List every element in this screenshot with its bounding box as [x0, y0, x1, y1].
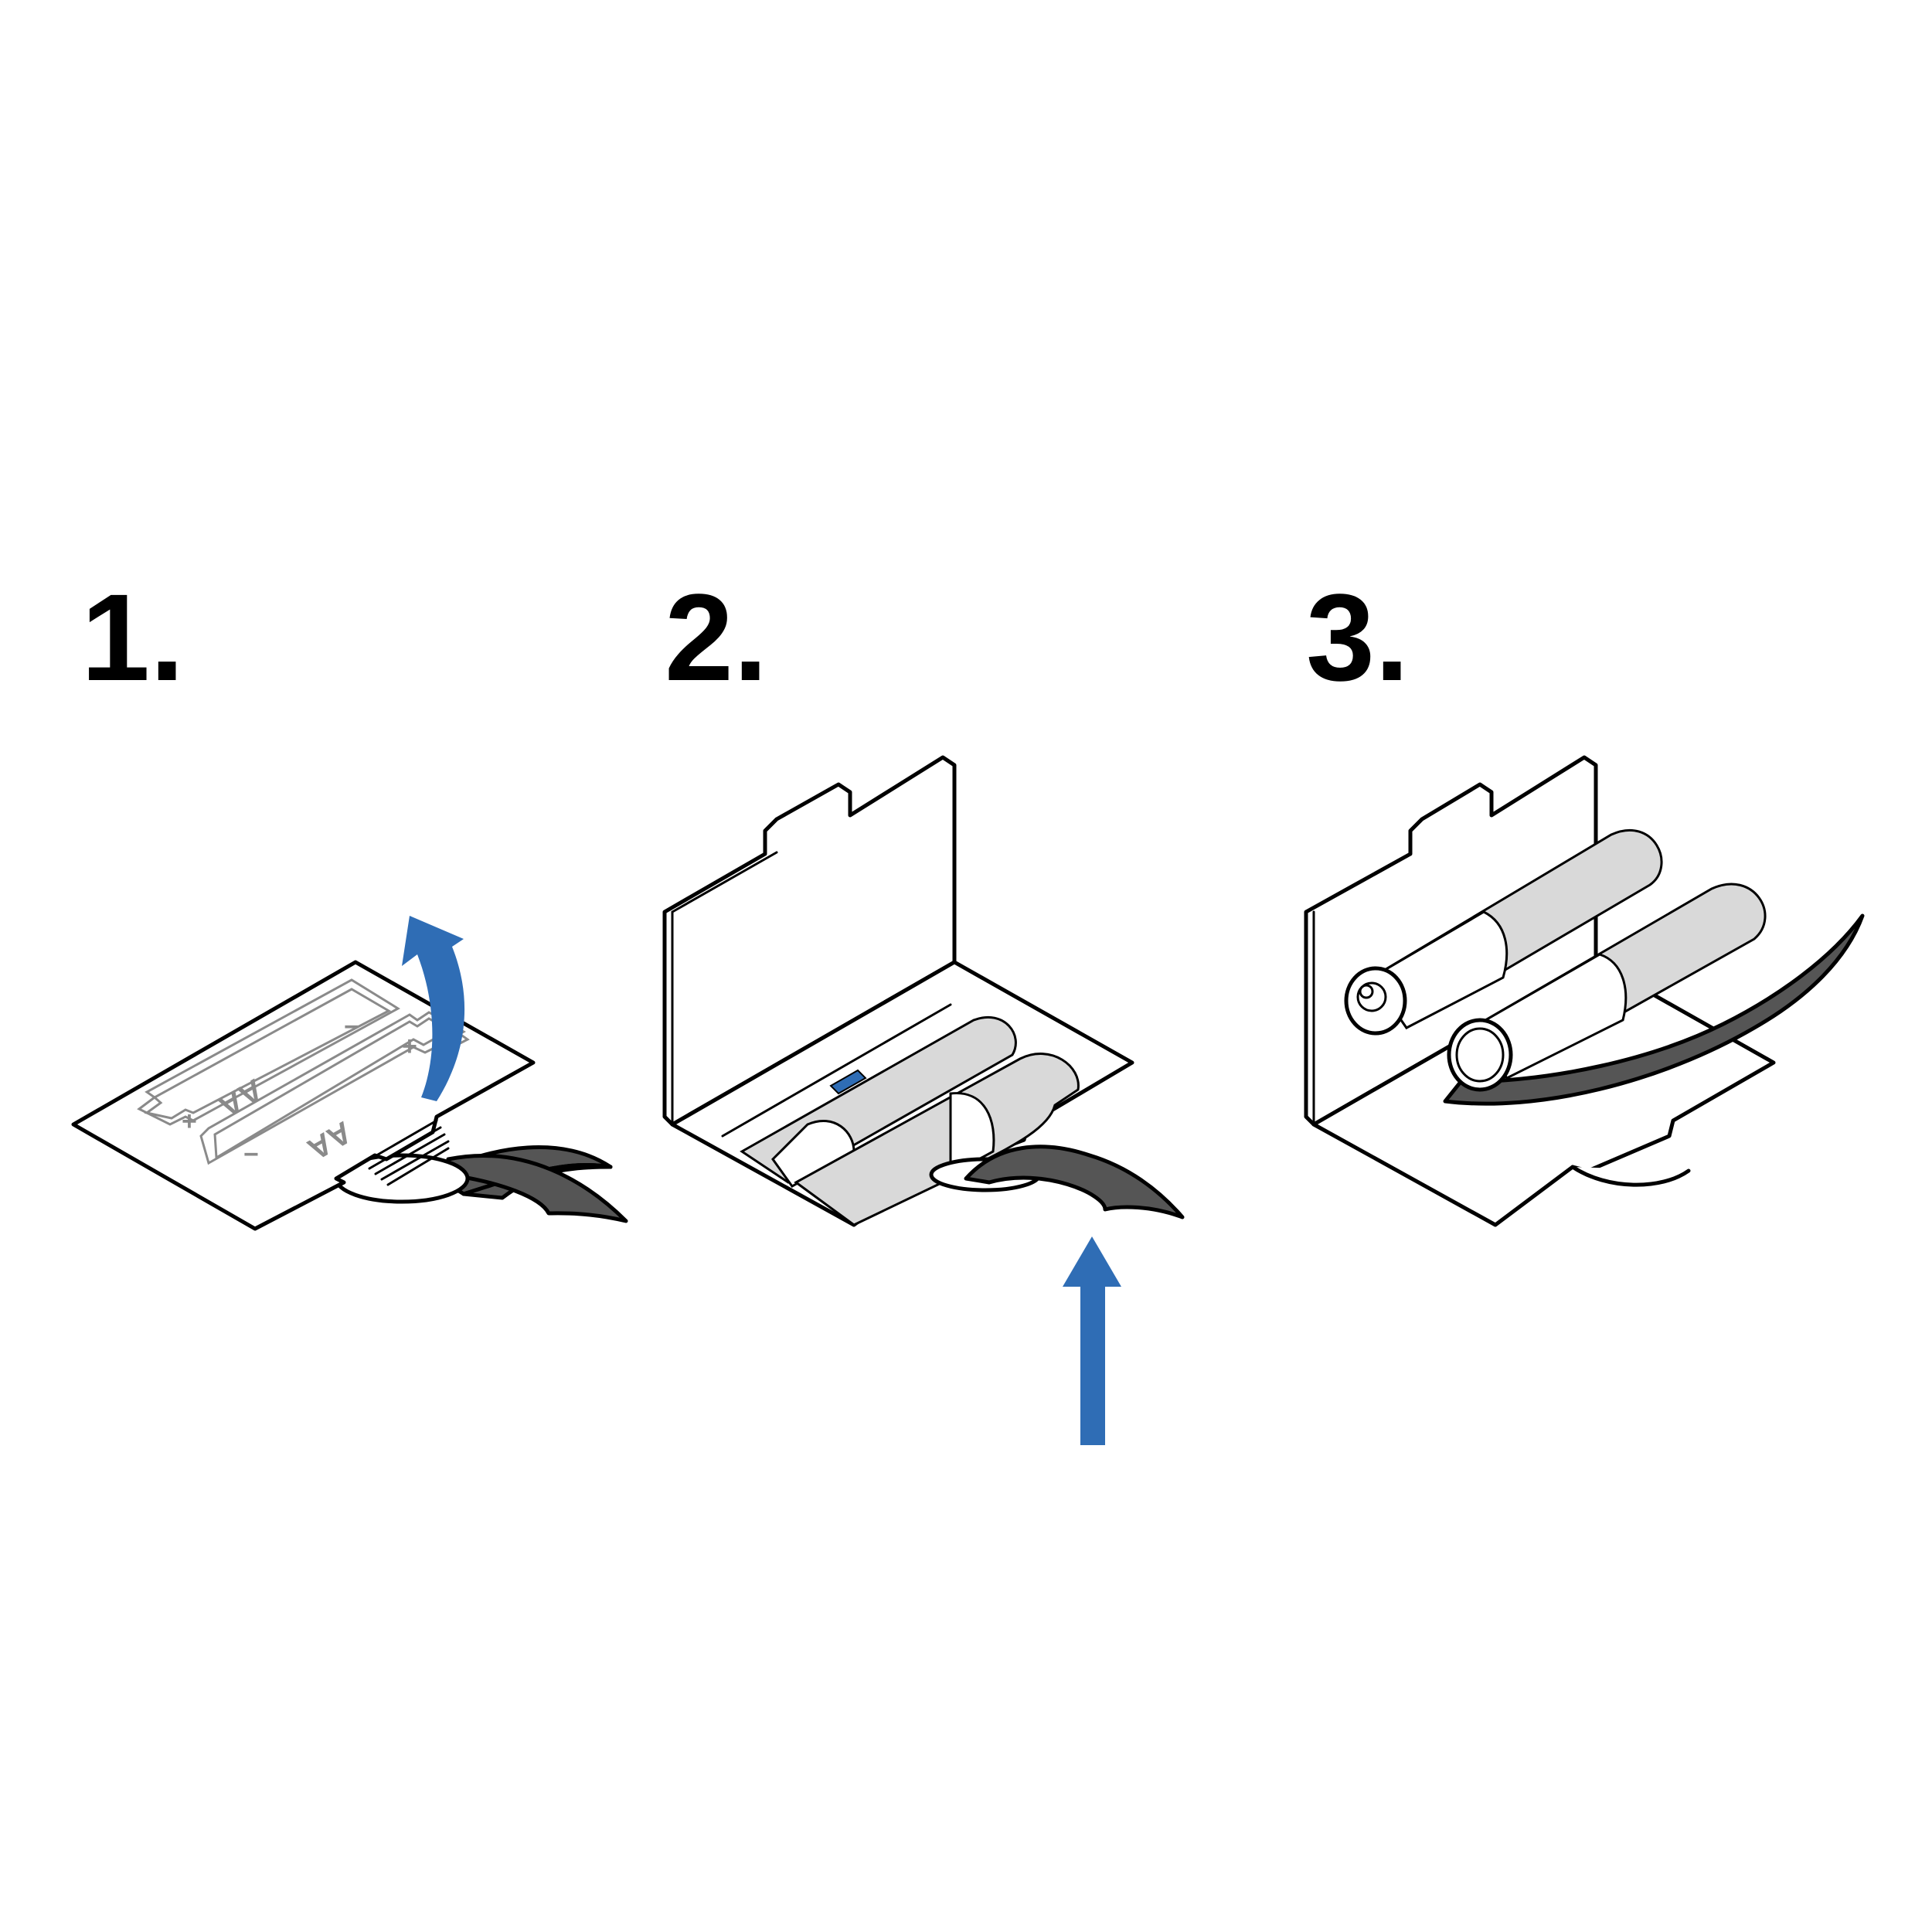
step-number-2: 2.	[665, 568, 767, 706]
minus-sign-1: −	[344, 1012, 359, 1042]
battery-icon-3a	[1344, 828, 1663, 1036]
battery-icon	[740, 1015, 1080, 1226]
plus-sign-2: +	[402, 1032, 417, 1061]
embossed-battery-1: + − AA	[137, 978, 400, 1136]
step-1-closed-cover: + − AA + − AA	[71, 916, 628, 1231]
curved-arrow-up-icon	[402, 916, 465, 1101]
step-3-batteries-removed	[1304, 755, 1865, 1227]
step-2-open-compartment	[662, 755, 1185, 1445]
minus-sign-2: −	[243, 1140, 259, 1169]
battery-icon-3b	[1447, 883, 1767, 1092]
cover-latch	[362, 1119, 450, 1186]
straight-arrow-up-icon	[1063, 1236, 1121, 1445]
contact-marker	[829, 1069, 867, 1095]
plus-sign-1: +	[182, 1107, 197, 1136]
step-number-1: 1.	[81, 568, 184, 706]
step-number-3: 3.	[1306, 568, 1409, 706]
pull-strap-icon-2	[964, 1145, 1185, 1219]
